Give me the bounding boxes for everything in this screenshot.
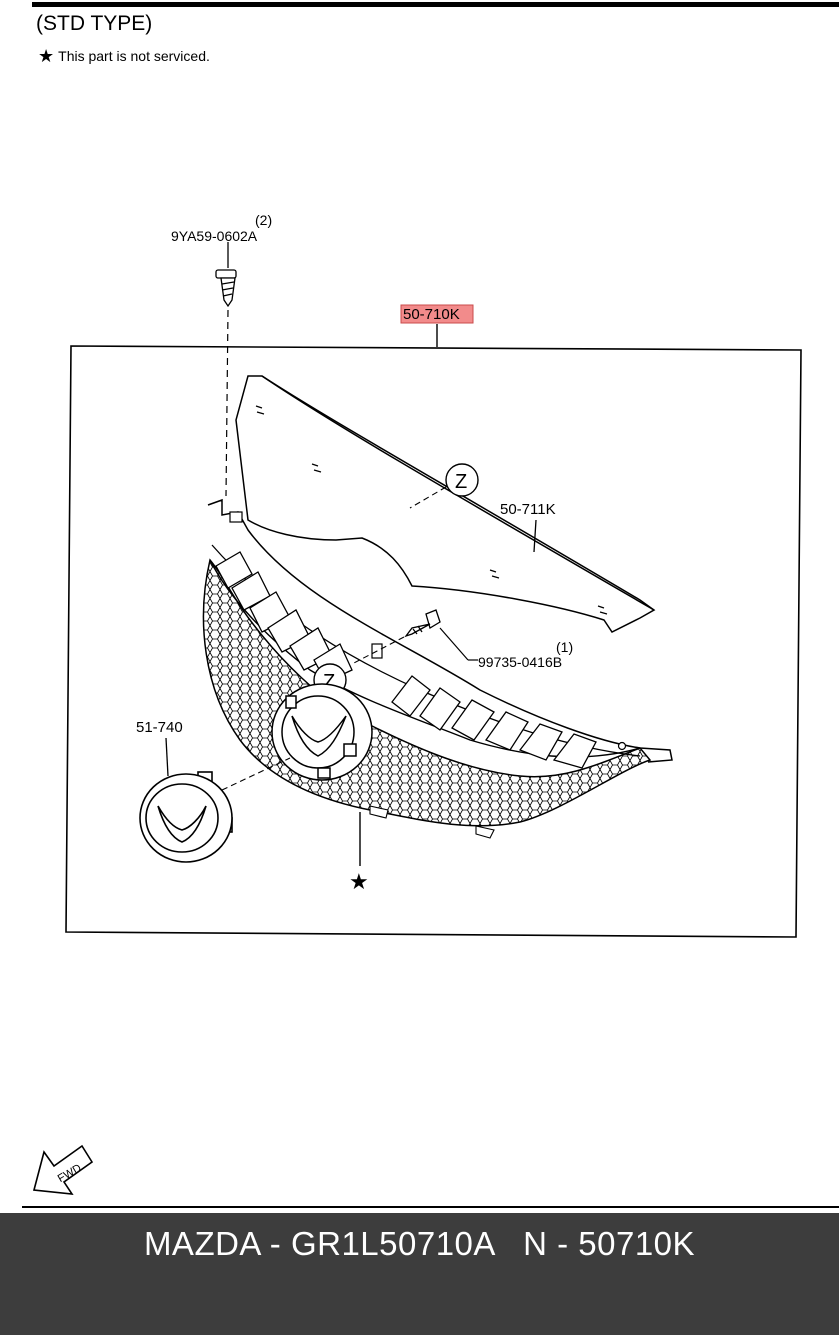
grille-callout-highlight (400, 304, 474, 324)
bolt-qty-label: (2) (255, 212, 272, 228)
emblem-label: 51-740 (136, 719, 183, 736)
molding-label: 50-711K (500, 501, 556, 518)
grille-assembly-label[interactable]: 50-710K (403, 306, 460, 323)
detail-marker-1-leader (409, 486, 447, 509)
bolt-leader (225, 309, 229, 497)
service-note: ★This part is not serviced. (38, 46, 210, 67)
top-rule (32, 2, 839, 7)
star-icon: ★ (38, 46, 55, 66)
service-note-text: This part is not serviced. (58, 48, 210, 64)
parts-diagram: (2) 9YA59-0602A 50-710K 50-711K Z (32, 212, 802, 1195)
detail-marker-1-label: Z (455, 471, 467, 493)
grille-emblem-mount (271, 683, 373, 781)
footer-rule (22, 1206, 839, 1208)
part-number-footer: MAZDA - GR1L50710A N - 50710K (143, 1225, 696, 1262)
emblem-51740[interactable] (139, 771, 233, 863)
not-serviced-marker: ★ (349, 869, 369, 894)
emblem-dash (221, 757, 291, 791)
detail-marker-1 (445, 463, 479, 497)
emblem-leader (165, 737, 169, 777)
molding-leader (533, 519, 537, 553)
assembly-frame (65, 345, 802, 938)
screw-qty-label: (1) (556, 639, 573, 655)
bolt-9ya59[interactable] (215, 242, 237, 308)
screw-part-label: 99735-0416B (478, 654, 562, 670)
footer-bar (0, 1213, 839, 1335)
upper-molding[interactable] (235, 375, 656, 633)
fwd-arrow-icon: FWD (32, 1144, 94, 1195)
variant-title: (STD TYPE) (36, 12, 153, 35)
bolt-part-label: 9YA59-0602A (171, 228, 258, 244)
screw-99735[interactable] (404, 609, 441, 638)
screw-leader (439, 627, 469, 661)
